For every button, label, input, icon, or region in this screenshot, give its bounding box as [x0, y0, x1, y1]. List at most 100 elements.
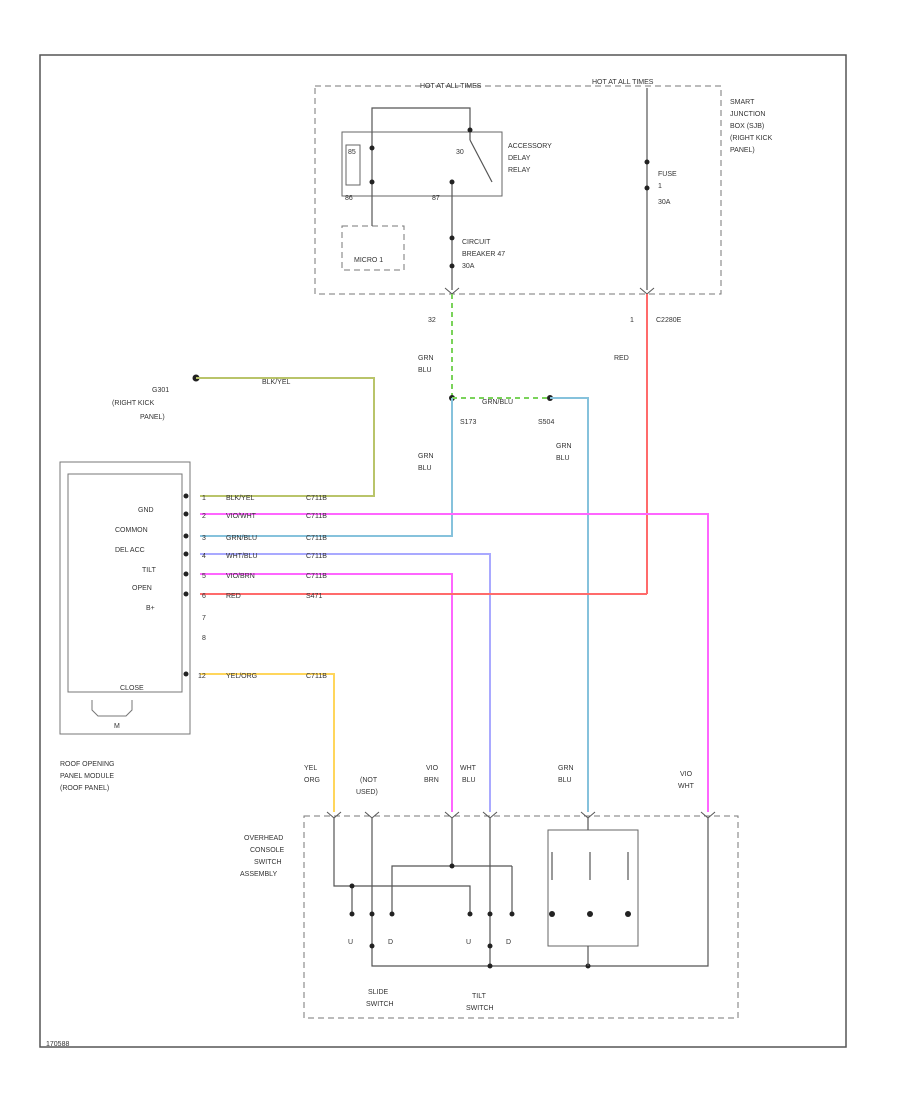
slide-switch-label-2: SWITCH: [366, 1001, 394, 1008]
module-pin-tilt: TILT: [142, 567, 157, 574]
harness-conn-1: C711B: [306, 495, 327, 502]
module-pin-del-acc: DEL ACC: [115, 547, 145, 554]
harness-wire-1: BLK/YEL: [226, 495, 255, 502]
illum-led-1: [549, 911, 555, 917]
relay-pin-30: 30: [456, 149, 464, 156]
sw-wire-vio-1: VIO: [426, 765, 439, 772]
relay-pin-86: 86: [345, 195, 353, 202]
sw-conn-6: [700, 811, 716, 819]
wire-label-blu-2: BLU: [556, 455, 570, 462]
connector-c2280e-label: C2280E: [656, 317, 682, 324]
relay-node-1: [369, 145, 375, 151]
wire-yel-org: [200, 673, 335, 812]
module-pin-dot-12: [183, 671, 189, 677]
relay-contact: [469, 139, 493, 183]
breaker-node-1: [449, 235, 455, 241]
slide-switch-label-1: SLIDE: [368, 989, 389, 996]
relay-label-1: ACCESSORY: [508, 143, 552, 150]
breaker-label-1: CIRCUIT: [462, 239, 491, 246]
sw-dot-d1: [369, 943, 375, 949]
harness-wire-4: WHT/BLU: [226, 553, 258, 560]
sw-dot-c3: [389, 911, 395, 917]
switch-assy-label-2: CONSOLE: [250, 847, 285, 854]
sw-wire-brn: BRN: [424, 777, 439, 784]
breaker-label-3: 30A: [462, 263, 475, 270]
module-inner: [67, 473, 183, 693]
harness-conn-4: C711B: [306, 553, 327, 560]
sw-wire-yel: YEL: [304, 765, 317, 772]
wire-label-red-top: RED: [614, 355, 629, 362]
sw-dot-c1: [349, 911, 355, 917]
sjb-enclosure: [314, 85, 722, 295]
overhead-console-switch-assembly: [303, 815, 739, 1019]
module-pin-common: COMMON: [115, 527, 148, 534]
wire-label-grn-3: GRN: [418, 453, 434, 460]
module-pin-close: CLOSE: [120, 685, 144, 692]
slide-d: D: [388, 939, 393, 946]
tilt-switch-label-2: SWITCH: [466, 1005, 494, 1012]
wire-label-blu-1: BLU: [418, 367, 432, 374]
ground-label: G301: [152, 387, 169, 394]
relay-coil: [345, 144, 361, 186]
wire-vio-wht: [200, 513, 709, 812]
sw-wire-wht: WHT: [460, 765, 477, 772]
relay-node-4: [449, 179, 455, 185]
sw-wire-blu-2: BLU: [558, 777, 572, 784]
fuse-label-2: 1: [658, 183, 662, 190]
sw-conn-1: [326, 811, 342, 819]
harness-pin-8: 8: [202, 635, 206, 642]
module-label-3: (ROOF PANEL): [60, 785, 109, 792]
relay-pin-87: 87: [432, 195, 440, 202]
harness-conn-12: C711B: [306, 673, 327, 680]
sw-wire-vio-2: VIO: [680, 771, 693, 778]
sw-wire-used: USED): [356, 789, 378, 796]
bus-line-relay: [371, 107, 471, 132]
wire-blk-yel: [196, 377, 375, 497]
switch-assy-label-4: ASSEMBLY: [240, 871, 278, 878]
breaker-label-2: BREAKER 47: [462, 251, 505, 258]
module-pin-dot-5: [183, 571, 189, 577]
module-pin-b-plus: B+: [146, 605, 155, 612]
tilt-d: D: [506, 939, 511, 946]
relay-label-3: RELAY: [508, 167, 531, 174]
ground-loc-1: (RIGHT KICK: [112, 400, 155, 407]
sjb-label-1: SMART: [730, 99, 755, 106]
module-pin-open: OPEN: [132, 585, 152, 592]
sw-internal-3: [391, 818, 453, 912]
hot-at-all-times-label-1: HOT AT ALL TIMES: [420, 83, 482, 90]
wire-blu-to-switch: [550, 397, 589, 812]
sjb-label-5: PANEL): [730, 147, 755, 154]
sw-internal-2: [371, 818, 709, 967]
hot-at-all-times-label-2: HOT AT ALL TIMES: [592, 79, 654, 86]
roof-opening-panel-module: [59, 461, 191, 735]
illum-led-2: [587, 911, 593, 917]
splice-s173-label: S173: [460, 419, 476, 426]
harness-pin-5: 5: [202, 573, 206, 580]
illumination-block: [547, 829, 639, 947]
harness-pin-6: 6: [202, 593, 206, 600]
breaker-node-2: [449, 263, 455, 269]
sw-dot-d2: [487, 943, 493, 949]
illum-led-3: [625, 911, 631, 917]
fuse-label-3: 30A: [658, 199, 671, 206]
sjb-label-3: BOX (SJB): [730, 123, 764, 130]
fuse-node-2: [644, 185, 650, 191]
harness-conn-5: C711B: [306, 573, 327, 580]
wire-label-grn-1: GRN: [418, 355, 434, 362]
wire-label-blu-3: BLU: [418, 465, 432, 472]
ground-loc-2: PANEL): [140, 414, 165, 421]
micro-box: [341, 225, 405, 271]
sw-conn-5: [580, 811, 596, 819]
wire-label-grn-blu-horizontal: GRN/BLU: [482, 399, 513, 406]
wire-grn-blu-to-module: [200, 398, 453, 537]
wire-label-blk-yel: BLK/YEL: [262, 379, 291, 386]
harness-wire-3: GRN/BLU: [226, 535, 257, 542]
switch-assy-label-1: OVERHEAD: [244, 835, 283, 842]
tilt-switch-label-1: TILT: [472, 993, 487, 1000]
module-pin-dot-6: [183, 591, 189, 597]
sw-dot-c2: [369, 911, 375, 917]
sw-wire-org: ORG: [304, 777, 320, 784]
sw-conn-2: [364, 811, 380, 819]
wire-vio-brn: [200, 573, 453, 812]
